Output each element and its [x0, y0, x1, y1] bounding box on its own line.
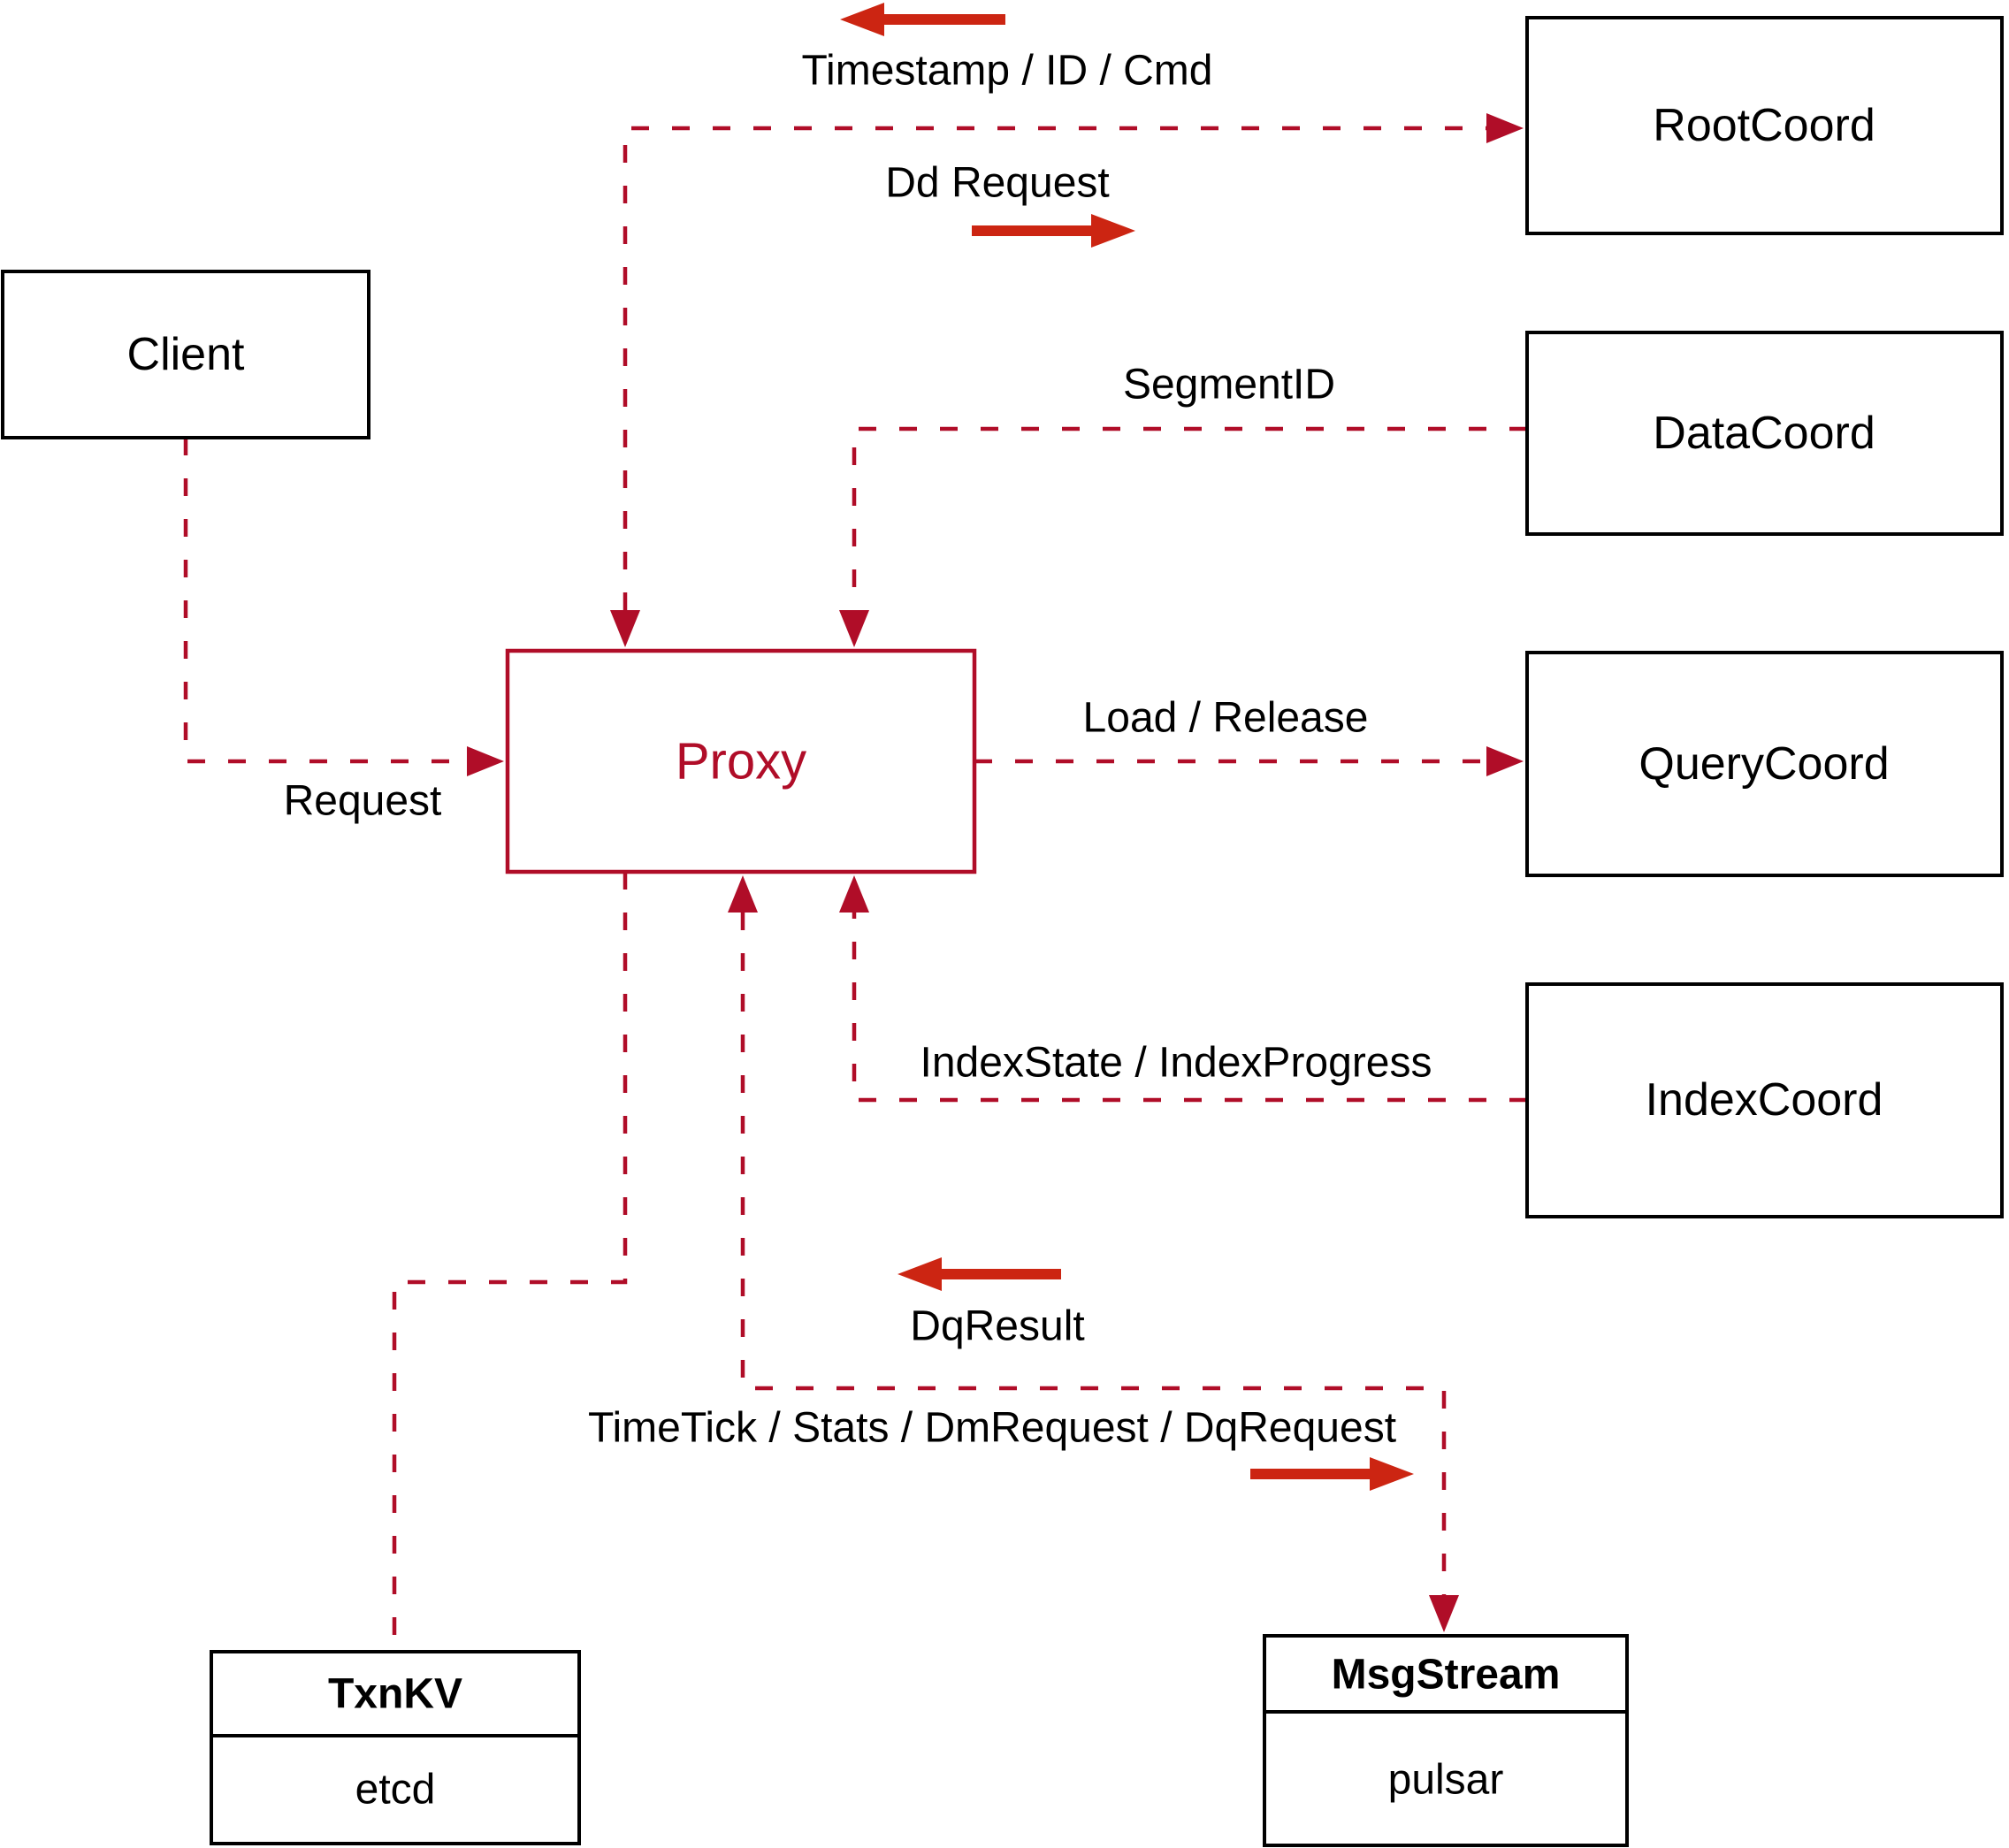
querycoord-node: QueryCoord [1525, 651, 2004, 877]
txnkv-impl: etcd [355, 1767, 436, 1814]
rootcoord-label: RootCoord [1653, 100, 1875, 151]
edge-request [183, 438, 504, 776]
edge-load-release [974, 746, 1524, 776]
indexcoord-box [1525, 982, 2004, 1218]
arrowhead-into-proxy-top-left-icon [610, 610, 640, 647]
edge-label-load-release: Load / Release [1083, 695, 1369, 742]
msgstream-impl: pulsar [1388, 1757, 1504, 1804]
client-box [1, 270, 370, 439]
arrowhead-into-rootcoord-icon [1486, 113, 1524, 143]
edge-segment-id [839, 426, 1527, 647]
datacoord-label: DataCoord [1653, 408, 1875, 459]
edge-proxy-msgstream [728, 875, 1459, 1632]
edge-label-request: Request [284, 778, 442, 825]
dd-request-direction-right-arrow-icon [972, 214, 1135, 248]
txnkv-box [210, 1650, 581, 1845]
arrowhead-into-querycoord-icon [1486, 746, 1524, 776]
txnkv-node: TxnKV etcd [210, 1650, 581, 1845]
datacoord-node: DataCoord [1525, 331, 2004, 536]
timestamp-direction-left-arrow-icon [840, 3, 1005, 36]
edge-label-index-state: IndexState / IndexProgress [920, 1040, 1432, 1087]
dq-result-direction-left-arrow-icon [898, 1257, 1061, 1291]
time-tick-direction-right-arrow-icon [1250, 1457, 1414, 1491]
client-node: Client [1, 270, 370, 439]
edge-client-proxy-line [183, 438, 467, 764]
edge-index-state [839, 875, 1527, 1103]
proxy-node: Proxy [505, 648, 977, 874]
edge-label-dq-result: DqResult [910, 1303, 1084, 1350]
arrowhead-into-proxy-bottom-right-icon [839, 875, 869, 913]
edge-proxy-msgstream-line [740, 913, 1447, 1595]
arrowhead-into-proxy-top-right-icon [839, 610, 869, 647]
edge-label-dd-request: Dd Request [885, 160, 1109, 207]
arrowhead-into-proxy-bottom-left-icon [728, 875, 758, 913]
msgstream-node: MsgStream pulsar [1263, 1634, 1629, 1847]
querycoord-box [1525, 651, 2004, 877]
edge-proxy-txnkv-line [392, 872, 628, 1652]
msgstream-box [1263, 1634, 1629, 1847]
txnkv-title: TxnKV [328, 1671, 462, 1718]
arrowhead-into-msgstream-icon [1429, 1595, 1459, 1632]
rootcoord-box [1525, 16, 2004, 235]
client-label: Client [127, 329, 245, 380]
rootcoord-node: RootCoord [1525, 16, 2004, 235]
arrowhead-into-proxy-left-icon [467, 746, 504, 776]
indexcoord-node: IndexCoord [1525, 982, 2004, 1218]
datacoord-box [1525, 331, 2004, 536]
edge-label-timestamp: Timestamp / ID / Cmd [802, 48, 1213, 95]
edge-proxy-txnkv [392, 872, 628, 1652]
msgstream-title: MsgStream [1332, 1652, 1561, 1699]
edge-label-time-tick: TimeTick / Stats / DmRequest / DqRequest [588, 1405, 1396, 1452]
proxy-box [505, 648, 977, 874]
edge-timestamp-id-cmd-dd-request [610, 113, 1524, 647]
indexcoord-label: IndexCoord [1646, 1074, 1883, 1126]
proxy-label: Proxy [676, 733, 806, 790]
edge-datacoord-proxy-line [852, 426, 1527, 610]
querycoord-label: QueryCoord [1639, 738, 1889, 790]
edge-label-segment-id: SegmentID [1123, 362, 1335, 409]
